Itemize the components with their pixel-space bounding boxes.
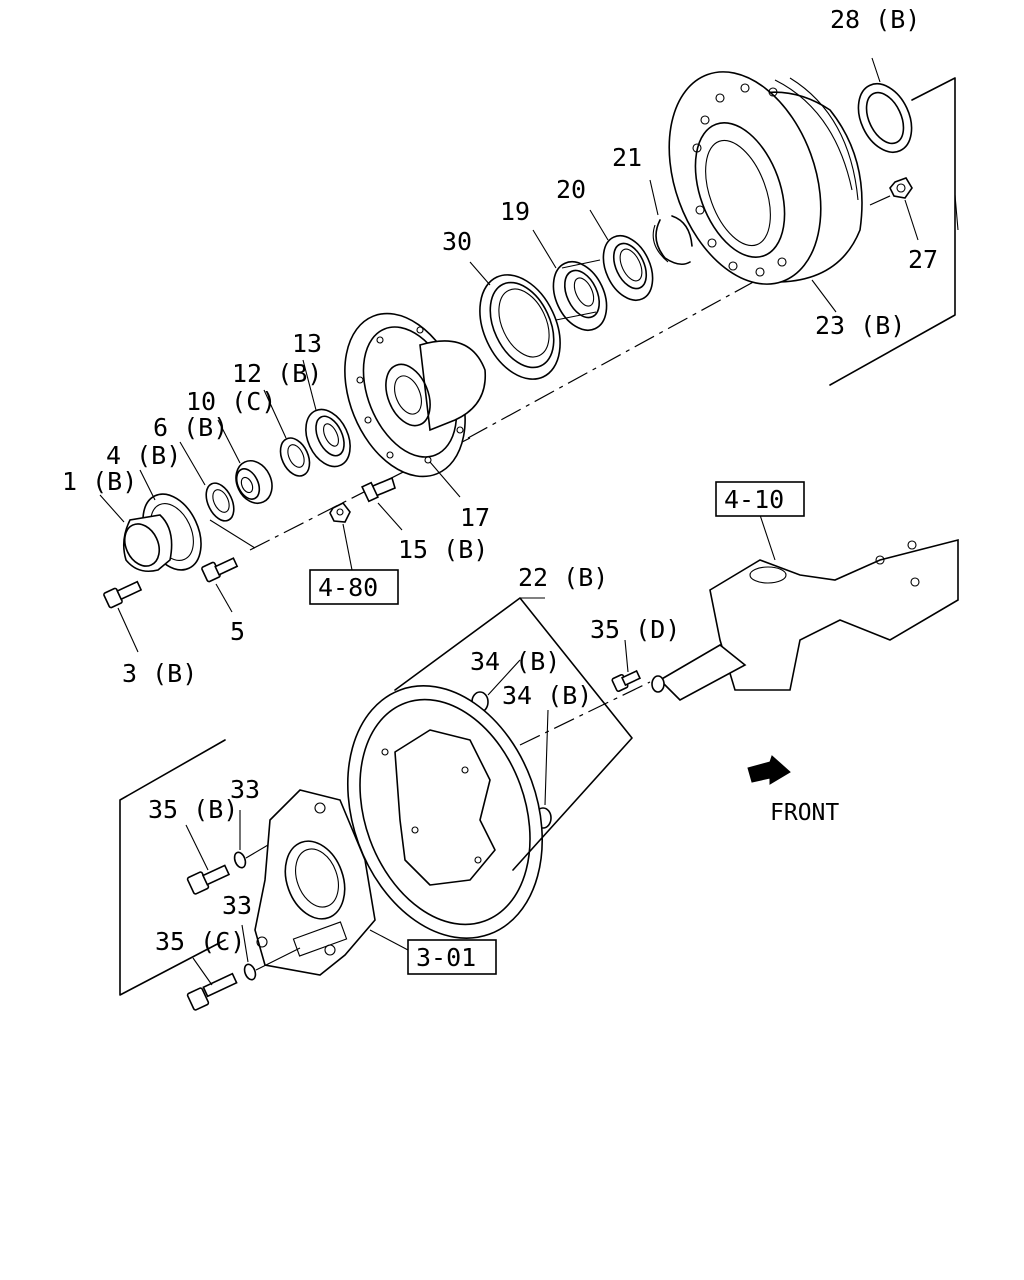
leader-35c (192, 957, 213, 986)
bearing-part-19[interactable] (543, 253, 617, 339)
label-part-33a[interactable]: 33 (230, 775, 260, 804)
leader-6 (179, 441, 206, 486)
seal-part-12[interactable] (275, 433, 315, 480)
leader-4-10 (759, 514, 776, 561)
label-part-30[interactable]: 30 (442, 227, 472, 256)
nut-part-27[interactable] (889, 177, 913, 199)
label-part-19[interactable]: 19 (500, 197, 530, 226)
label-part-12[interactable]: 12 (B) (232, 359, 322, 388)
leader-12 (263, 389, 287, 439)
label-part-10[interactable]: 10 (C) (186, 387, 276, 416)
leader-5 (215, 583, 233, 613)
label-part-21[interactable]: 21 (612, 143, 642, 172)
label-part-27[interactable]: 27 (908, 245, 938, 274)
label-part-17[interactable]: 17 (460, 503, 490, 532)
leader-3-01 (369, 929, 409, 951)
leader-10 (217, 419, 241, 464)
bracket-tick (954, 194, 959, 231)
lock-nut-part-10[interactable] (229, 455, 278, 509)
label-part-15[interactable]: 15 (B) (398, 535, 488, 564)
leader-1 (99, 494, 125, 523)
front-arrow-icon (747, 755, 791, 785)
label-part-13[interactable]: 13 (292, 329, 322, 358)
bracket-22 (394, 597, 633, 871)
ref-label-4-10[interactable]: 4-10 (724, 485, 784, 514)
label-part-6[interactable]: 6 (B) (153, 413, 228, 442)
leader-4 (139, 469, 156, 501)
bracket-lower-left (119, 739, 226, 996)
axis-centerline-spindle (519, 681, 651, 746)
bolt-part-35b[interactable] (186, 864, 231, 895)
leader-6-lower (209, 519, 256, 549)
ref-box-4-10 (715, 481, 805, 517)
label-part-5[interactable]: 5 (230, 617, 245, 646)
label-part-22[interactable]: 22 (B) (518, 563, 608, 592)
leader-19 (532, 229, 557, 269)
bearing-part-13[interactable] (297, 402, 359, 473)
leader-21 (649, 179, 659, 216)
leader-4-80 (342, 523, 353, 571)
label-part-20[interactable]: 20 (556, 175, 586, 204)
ref-label-3-01[interactable]: 3-01 (416, 943, 476, 972)
label-part-1[interactable]: 1 (B) (62, 467, 137, 496)
label-part-35b[interactable]: 35 (B) (148, 795, 238, 824)
oil-seal-part-28[interactable] (848, 75, 922, 161)
hub-cap-part-1[interactable] (118, 514, 173, 573)
ref-box-3-01 (407, 939, 497, 975)
leader-30 (469, 261, 491, 286)
seal-part-20[interactable] (594, 228, 663, 308)
wheel-hub-part-17[interactable] (322, 296, 488, 495)
tone-ring-part-30[interactable] (464, 262, 576, 392)
leader-20 (589, 209, 609, 241)
lock-washer-part-6[interactable] (201, 479, 240, 525)
link-33a (245, 844, 269, 859)
washer-part-33-upper[interactable] (233, 851, 248, 869)
snap-ring-part-21[interactable] (652, 215, 693, 266)
leader-15 (377, 502, 403, 531)
hub-bolt-part-15[interactable] (361, 476, 396, 503)
leader-35b (185, 824, 209, 871)
label-part-3[interactable]: 3 (B) (122, 659, 197, 688)
label-part-33b[interactable]: 33 (222, 891, 252, 920)
ref-box-4-80 (309, 569, 399, 605)
bolt-part-5[interactable] (201, 557, 239, 583)
hub-nut-ref-4-80[interactable] (329, 501, 351, 523)
link-33b (255, 947, 301, 971)
leader-23 (811, 279, 837, 313)
label-part-4[interactable]: 4 (B) (106, 441, 181, 470)
leader-28 (871, 57, 881, 83)
label-part-34a[interactable]: 34 (B) (470, 647, 560, 676)
leader-33b (241, 924, 249, 963)
label-part-35c[interactable]: 35 (C) (155, 927, 245, 956)
label-front: FRONT (770, 800, 839, 826)
bolt-part-35d[interactable] (611, 669, 642, 693)
washer-part-33-lower[interactable] (243, 963, 258, 981)
bolt-part-35c[interactable] (186, 972, 238, 1011)
leader-17 (429, 461, 461, 498)
brake-drum-part-23[interactable] (642, 51, 863, 306)
leader-34b (544, 709, 549, 806)
backing-plate-part-22[interactable] (314, 658, 576, 965)
leader-35d (624, 639, 629, 673)
label-part-35d[interactable]: 35 (D) (590, 615, 680, 644)
leader-34a (487, 659, 521, 696)
ref-label-4-80[interactable]: 4-80 (318, 573, 378, 602)
axis-centerline-nut (869, 194, 893, 206)
leader-27 (904, 199, 919, 241)
bolt-part-3[interactable] (103, 580, 143, 609)
steering-knuckle-ref-4-10[interactable] (651, 538, 959, 701)
label-part-23[interactable]: 23 (B) (815, 311, 905, 340)
leader-13 (302, 359, 317, 411)
caliper-bracket-ref-3-01[interactable] (254, 789, 376, 976)
label-part-28[interactable]: 28 (B) (830, 5, 920, 34)
leader-3 (117, 607, 139, 653)
label-part-34b[interactable]: 34 (B) (502, 681, 592, 710)
axis-centerline-upper (467, 261, 791, 439)
